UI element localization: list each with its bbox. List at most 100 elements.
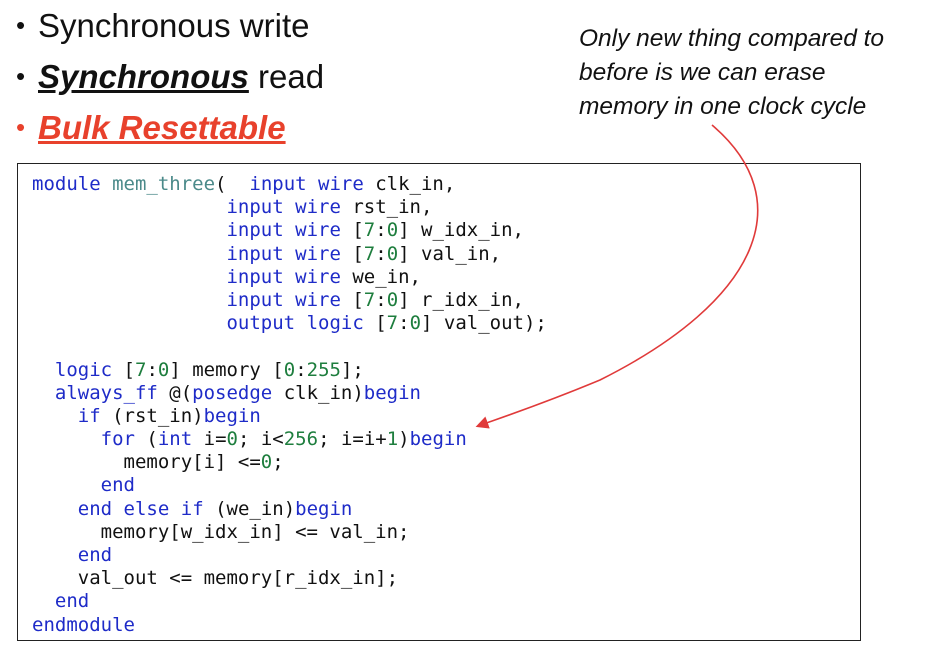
code-token: wire [295,265,341,288]
code-token: input [226,242,284,265]
code-token: : [146,358,158,381]
code-token: 7 [386,312,399,335]
code-token: for [100,428,135,451]
bullet-dot-icon: • [16,61,26,91]
code-line: input wire [7:0] val_in, [32,243,547,266]
code-token: input [226,288,284,311]
arrow-path [475,124,759,429]
code-token: 0 [409,312,422,335]
code-token: end [54,590,90,613]
code-token: begin [363,381,421,404]
code-token: 0 [260,451,273,474]
code-token: ( [134,428,158,451]
code-token: wire [295,288,341,311]
code-listing: module mem_three( input wire clk_in, inp… [32,173,547,637]
code-token: 256 [283,428,319,451]
code-token: if [180,497,204,520]
code-token: clk_in) [272,381,364,404]
bullet-list: •Synchronous write•Synchronous read•Bulk… [16,0,324,153]
code-line: memory[i] <=0; [32,451,547,474]
code-token: output [226,312,296,335]
bullet-item: • Bulk Resettable [16,102,324,153]
code-token: if [77,404,101,427]
note-line: memory in one clock cycle [579,93,867,120]
code-token: mem_three [112,173,216,195]
code-token: ] val_out); [421,312,547,335]
code-token: endmodule [32,613,135,636]
bullet-item: • Synchronous read [16,51,324,102]
code-line: end else if (we_in)begin [32,498,547,521]
code-token: i= [192,428,227,451]
code-token: wire [295,242,341,265]
code-line: endmodule [32,614,547,637]
code-token: memory[w_idx_in] <= val_in; [32,520,410,543]
code-line: val_out <= memory[r_idx_in]; [32,567,547,590]
code-token: 0 [386,242,399,265]
code-token: : [398,312,410,335]
code-token: 0 [157,358,170,381]
code-line: module mem_three( input wire clk_in, [32,173,547,196]
code-line: for (int i=0; i<256; i=i+1)begin [32,428,547,451]
code-token: input [226,219,284,242]
code-token: : [375,219,387,242]
code-token: [ [363,312,387,335]
code-token: module [32,173,101,195]
code-token: begin [203,404,261,427]
code-token: input [226,196,284,219]
code-token: 7 [363,288,376,311]
code-token: : [375,288,387,311]
code-token: 1 [386,428,399,451]
code-token: begin [295,497,353,520]
code-token: ] r_idx_in, [398,288,524,311]
code-token: posedge [192,381,273,404]
code-token: int [157,428,193,451]
code-token: ] memory [ [169,358,284,381]
bullet-text: Synchronous [38,58,249,95]
code-line: if (rst_in)begin [32,405,547,428]
code-token: 0 [283,358,296,381]
code-token: 7 [363,242,376,265]
note-line: Only new thing compared to [579,25,885,52]
code-token: 0 [226,428,238,451]
code-token: val_out <= memory[r_idx_in]; [32,567,399,590]
code-token: logic [54,358,113,381]
bullet-dot-icon: • [16,10,26,40]
code-token: memory[i] <= [32,451,261,474]
code-token: [ [340,242,364,265]
code-token: ( [215,173,250,195]
code-token: we_in, [340,265,421,288]
code-line: end [32,590,547,613]
code-token: end [100,474,135,497]
note-line: before is we can erase [579,59,826,86]
bullet-text: Bulk Resettable [38,109,286,146]
code-token: 7 [134,358,147,381]
code-token: ) [398,428,410,451]
code-token: ]; [340,358,364,381]
code-block: module mem_three( input wire clk_in, inp… [17,163,861,641]
code-token: [ [340,219,364,242]
code-token: : [375,242,387,265]
code-token: ; i< [237,428,284,451]
code-token: 7 [363,219,376,242]
bullet-dot-icon: • [16,112,26,142]
code-token: wire [295,219,341,242]
code-line: memory[w_idx_in] <= val_in; [32,521,547,544]
code-token: wire [318,173,364,195]
code-token: 255 [306,358,341,381]
code-line: output logic [7:0] val_out); [32,312,547,335]
code-token: else [123,497,170,520]
code-token: : [295,358,307,381]
code-line: always_ff @(posedge clk_in)begin [32,382,547,405]
code-line: logic [7:0] memory [0:255]; [32,359,547,382]
code-token: @( [157,381,193,404]
code-token: input [249,173,307,195]
code-token: end [77,497,113,520]
code-token: wire [295,196,341,219]
code-token: [ [340,288,364,311]
code-token: (rst_in) [100,404,204,427]
code-token: end [77,544,113,566]
code-line: end [32,474,547,497]
code-token: 0 [386,219,399,242]
bullet-text: read [248,58,325,95]
code-line: input wire we_in, [32,266,547,289]
